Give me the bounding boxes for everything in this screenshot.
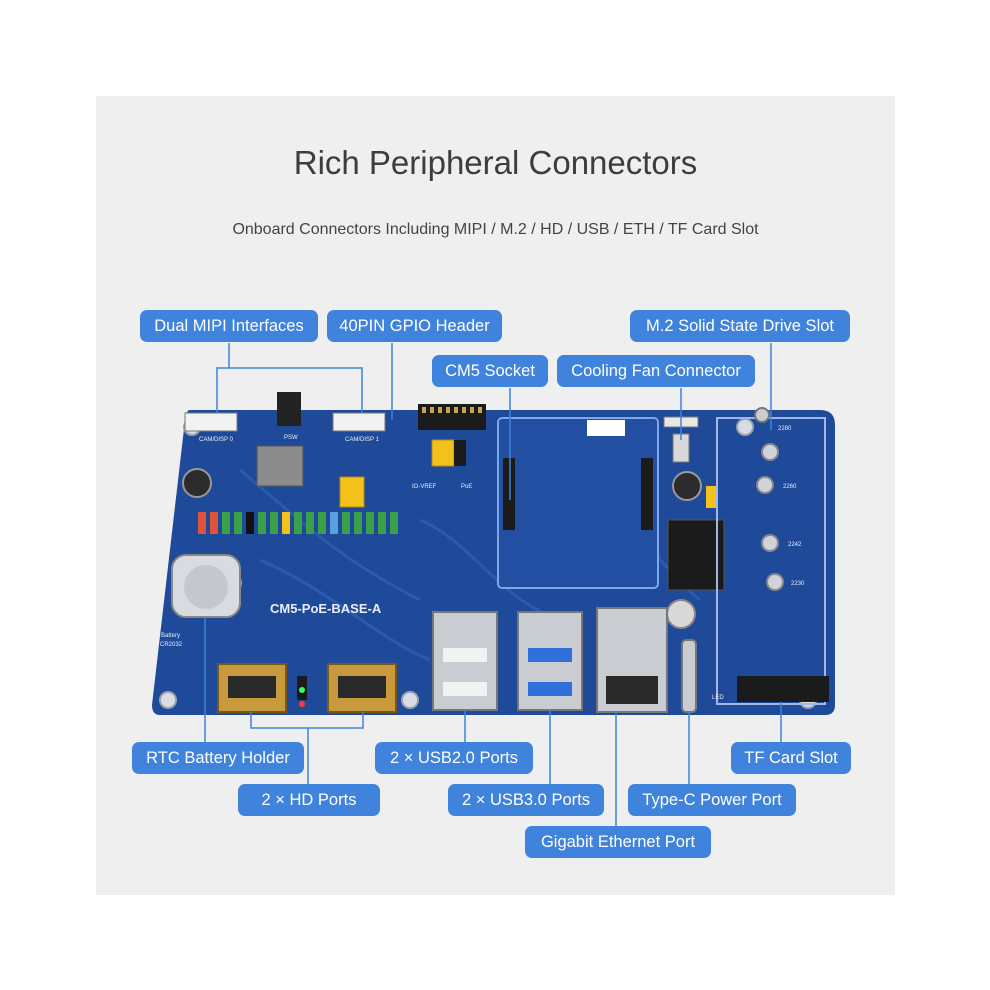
m2-2230-silk: 2230 bbox=[791, 581, 805, 587]
inductor bbox=[256, 445, 304, 487]
callout-lines bbox=[204, 343, 782, 826]
poe-jumper bbox=[454, 440, 466, 466]
rtc-battery-cell bbox=[184, 565, 228, 609]
typec-port bbox=[681, 639, 697, 713]
gpio-header bbox=[418, 404, 486, 430]
pcb-traces bbox=[239, 468, 701, 662]
label-cooling-fan: Cooling Fan Connector bbox=[557, 355, 755, 387]
led-silk: LED bbox=[712, 695, 724, 701]
pwr-silk: PSW bbox=[284, 435, 298, 441]
cam1-connector bbox=[332, 412, 386, 432]
m2-screw bbox=[754, 407, 770, 423]
fan-fuse bbox=[706, 486, 716, 508]
cm5-connector-left bbox=[503, 458, 515, 530]
hd-port-0 bbox=[217, 663, 287, 713]
line-hd-b bbox=[308, 712, 364, 729]
label-ethernet: Gigabit Ethernet Port bbox=[525, 826, 711, 858]
power-inductor bbox=[667, 519, 725, 591]
label-hd-ports: 2 × HD Ports bbox=[238, 784, 380, 816]
io-vref-silk: IO-VREF bbox=[412, 484, 437, 490]
cam1-silk: CAM/DISP 1 bbox=[345, 437, 380, 443]
usb3-ports bbox=[517, 611, 583, 711]
capacitor-right bbox=[672, 471, 702, 501]
m2-standoffs bbox=[756, 443, 784, 591]
line-hd bbox=[250, 712, 309, 784]
line-dual-mipi-b bbox=[229, 367, 363, 413]
hd-port-1 bbox=[327, 663, 397, 713]
io-vref-jumper bbox=[431, 439, 455, 467]
poe-silk: PoE bbox=[461, 484, 472, 490]
m2-2242-silk: 2242 bbox=[788, 542, 802, 548]
battery-model-silk: CR2032 bbox=[160, 642, 183, 648]
label-rtc: RTC Battery Holder bbox=[132, 742, 304, 774]
cm5-socket-outline bbox=[497, 417, 659, 589]
cm5-connector-right bbox=[641, 458, 653, 530]
cam0-connector bbox=[184, 412, 238, 432]
status-leds bbox=[297, 676, 307, 707]
label-dual-mipi: Dual MIPI Interfaces bbox=[140, 310, 318, 342]
ethernet-port bbox=[596, 607, 668, 713]
cam0-silk: CAM/DISP 0 bbox=[199, 437, 234, 443]
cm5-label-pad bbox=[587, 420, 625, 436]
label-m2-slot: M.2 Solid State Drive Slot bbox=[630, 310, 850, 342]
usb2-ports bbox=[432, 611, 498, 711]
capacitor-bottom bbox=[666, 599, 696, 629]
label-typec: Type-C Power Port bbox=[628, 784, 796, 816]
board-name: CM5-PoE-BASE-A bbox=[270, 601, 382, 616]
page-subtitle: Onboard Connectors Including MIPI / M.2 … bbox=[232, 221, 759, 238]
label-tf-card: TF Card Slot bbox=[731, 742, 851, 774]
page-title: Rich Peripheral Connectors bbox=[293, 144, 698, 181]
label-usb2: 2 × USB2.0 Ports bbox=[375, 742, 533, 774]
label-cm5-socket: CM5 Socket bbox=[432, 355, 548, 387]
line-dual-mipi bbox=[216, 343, 230, 413]
m2-2280-silk: 2280 bbox=[778, 426, 792, 432]
battery-silk: Battery bbox=[161, 633, 180, 639]
label-usb3: 2 × USB3.0 Ports bbox=[448, 784, 604, 816]
m2-connector bbox=[737, 676, 829, 702]
label-gpio: 40PIN GPIO Header bbox=[327, 310, 502, 342]
gpio-pin-labels bbox=[198, 512, 398, 534]
m2-2260-silk: 2260 bbox=[783, 484, 797, 490]
config-jumper bbox=[339, 476, 365, 508]
capacitor-left bbox=[182, 468, 212, 498]
power-button bbox=[277, 392, 301, 426]
